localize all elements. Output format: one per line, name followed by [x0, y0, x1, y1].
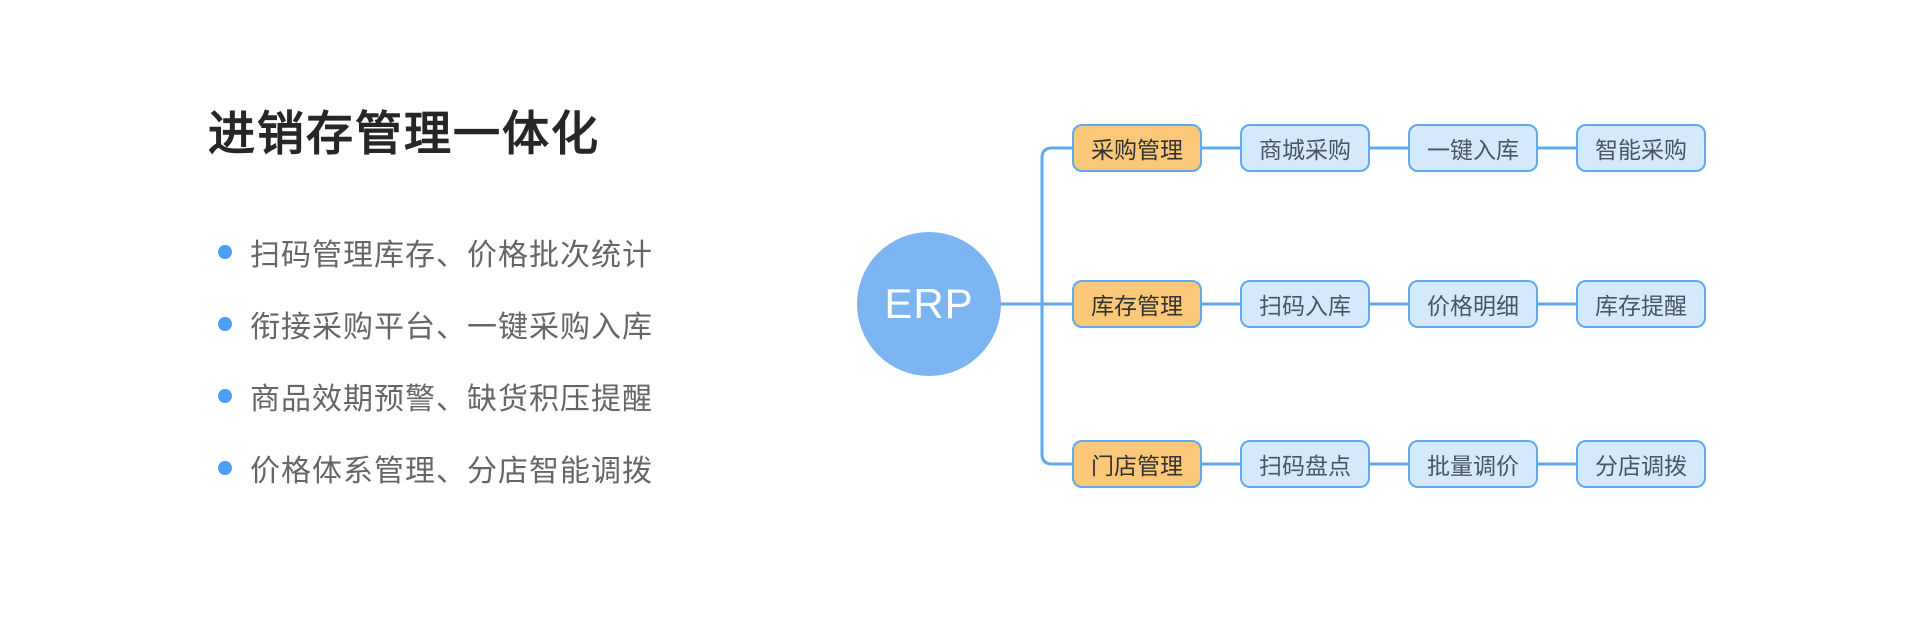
child-node: 库存提醒 — [1576, 280, 1706, 328]
child-node: 批量调价 — [1408, 440, 1538, 488]
branch-node: 门店管理 — [1072, 440, 1202, 488]
bullet-dot-icon — [218, 317, 232, 331]
branch-row-store: 门店管理 扫码盘点 批量调价 分店调拨 — [1072, 440, 1706, 488]
child-node: 智能采购 — [1576, 124, 1706, 172]
child-node: 扫码盘点 — [1240, 440, 1370, 488]
child-node: 分店调拨 — [1576, 440, 1706, 488]
child-node: 价格明细 — [1408, 280, 1538, 328]
bullet-dot-icon — [218, 389, 232, 403]
branch-row-inventory: 库存管理 扫码入库 价格明细 库存提醒 — [1072, 280, 1706, 328]
root-node-label: ERP — [884, 280, 974, 327]
list-item-label: 扫码管理库存、价格批次统计 — [250, 239, 653, 272]
list-item: 商品效期预警、缺货积压提醒 — [218, 378, 653, 416]
branch-row-purchase: 采购管理 商城采购 一键入库 智能采购 — [1072, 124, 1706, 172]
list-item-label: 衔接采购平台、一键采购入库 — [250, 311, 653, 344]
list-item: 衔接采购平台、一键采购入库 — [218, 306, 653, 344]
child-node: 扫码入库 — [1240, 280, 1370, 328]
list-item: 扫码管理库存、价格批次统计 — [218, 234, 653, 272]
list-item-label: 商品效期预警、缺货积压提醒 — [250, 383, 653, 416]
feature-list: 扫码管理库存、价格批次统计 衔接采购平台、一键采购入库 商品效期预警、缺货积压提… — [218, 234, 653, 522]
branch-node: 采购管理 — [1072, 124, 1202, 172]
bullet-dot-icon — [218, 245, 232, 259]
page-title: 进销存管理一体化 — [208, 107, 600, 160]
child-node: 一键入库 — [1408, 124, 1538, 172]
root-node-erp: ERP — [857, 232, 1001, 376]
child-node: 商城采购 — [1240, 124, 1370, 172]
bullet-dot-icon — [218, 461, 232, 475]
branch-node: 库存管理 — [1072, 280, 1202, 328]
list-item-label: 价格体系管理、分店智能调拨 — [250, 455, 653, 488]
list-item: 价格体系管理、分店智能调拨 — [218, 450, 653, 488]
